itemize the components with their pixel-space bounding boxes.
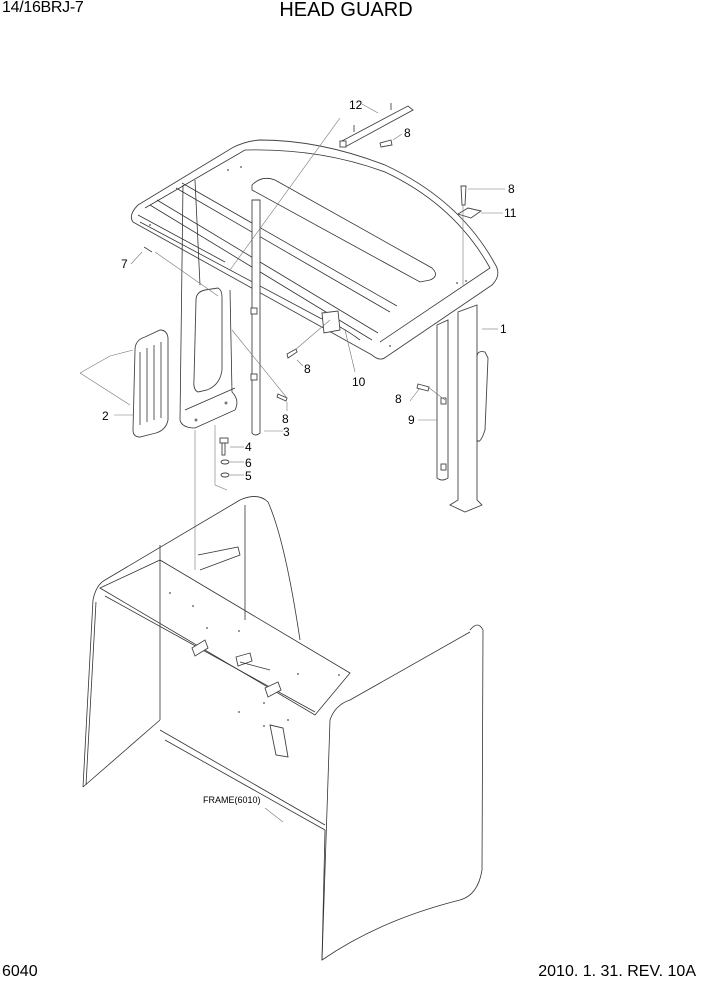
callout-8: 8 (304, 362, 311, 376)
page-title-text: HEAD GUARD (279, 0, 413, 21)
callout-5: 5 (245, 469, 252, 483)
callout-10: 10 (352, 375, 366, 389)
callout-8: 8 (395, 392, 402, 406)
callout-6: 6 (245, 456, 252, 470)
callout-8: 8 (508, 182, 515, 196)
right-posts (436, 304, 489, 513)
frame-reference-label: FRAME(6010) (203, 795, 261, 805)
callout-2: 2 (102, 409, 109, 423)
part-2-pad (132, 329, 169, 438)
callout-labels: 12 8 8 11 7 1 8 10 8 9 2 8 3 4 6 5 FRAME… (102, 98, 517, 805)
part-12-tube (339, 103, 414, 148)
callout-8: 8 (282, 412, 289, 426)
part-11-plate (456, 207, 483, 219)
canopy-frame (130, 139, 499, 360)
callout-7: 7 (121, 257, 128, 271)
model-number: 14/16BRJ-7 (2, 0, 84, 16)
page-title: HEAD GUARD (0, 0, 702, 22)
frame-leader (264, 807, 284, 823)
callout-3: 3 (283, 425, 290, 439)
callout-11: 11 (504, 206, 517, 220)
fasteners (143, 139, 467, 478)
part-3-bar (250, 199, 261, 436)
callout-8: 8 (404, 126, 411, 140)
callout-4: 4 (245, 440, 252, 454)
left-post (179, 179, 238, 429)
callout-1: 1 (500, 322, 507, 336)
callout-12: 12 (349, 98, 363, 112)
page-number: 6040 (2, 963, 38, 980)
frame-body (82, 496, 484, 961)
callout-9: 9 (408, 413, 415, 427)
leader-lines (79, 103, 505, 570)
revision-date: 2010. 1. 31. REV. 10A (538, 963, 696, 980)
